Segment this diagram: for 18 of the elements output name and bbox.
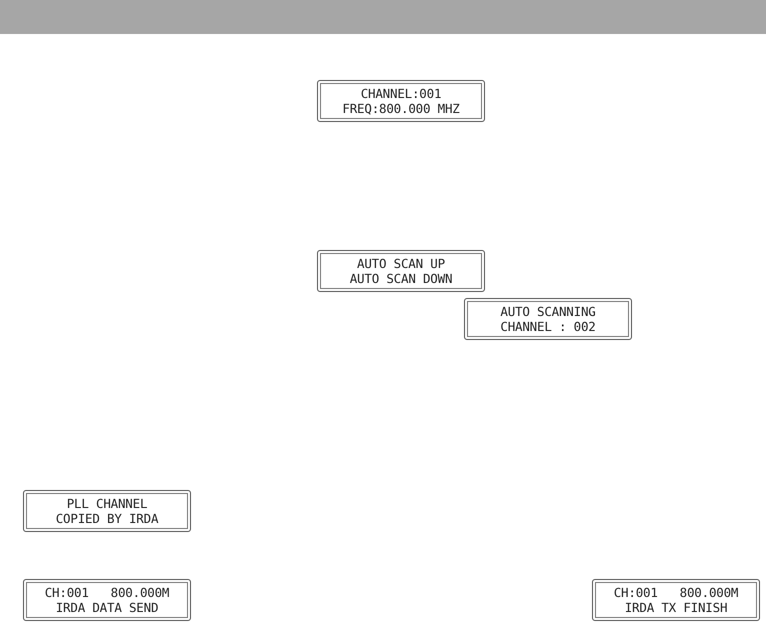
lcd-display-box [317,80,485,122]
display-text: IRDA TX FINISH [624,600,728,615]
display-text: CH:001 800.000M [44,585,170,600]
lcd-display-box [23,579,191,621]
display-text: FREQ:800.000 MHZ [342,101,460,116]
display-text: AUTO SCANNING [500,304,596,319]
lcd-display-box [464,298,632,340]
lcd-display-box [317,250,485,292]
display-text: AUTO SCAN DOWN [350,271,452,286]
display-text: AUTO SCAN UP [357,256,445,271]
lcd-display-box [592,579,760,621]
display-text: IRDA DATA SEND [56,600,158,615]
lcd-display-box [23,490,191,532]
display-text: PLL CHANNEL [66,496,148,511]
display-text: CHANNEL:001 [360,86,442,101]
display-text: COPIED BY IRDA [56,511,158,526]
display-text: CH:001 800.000M [614,585,738,600]
display-text: CHANNEL : 002 [500,319,596,334]
